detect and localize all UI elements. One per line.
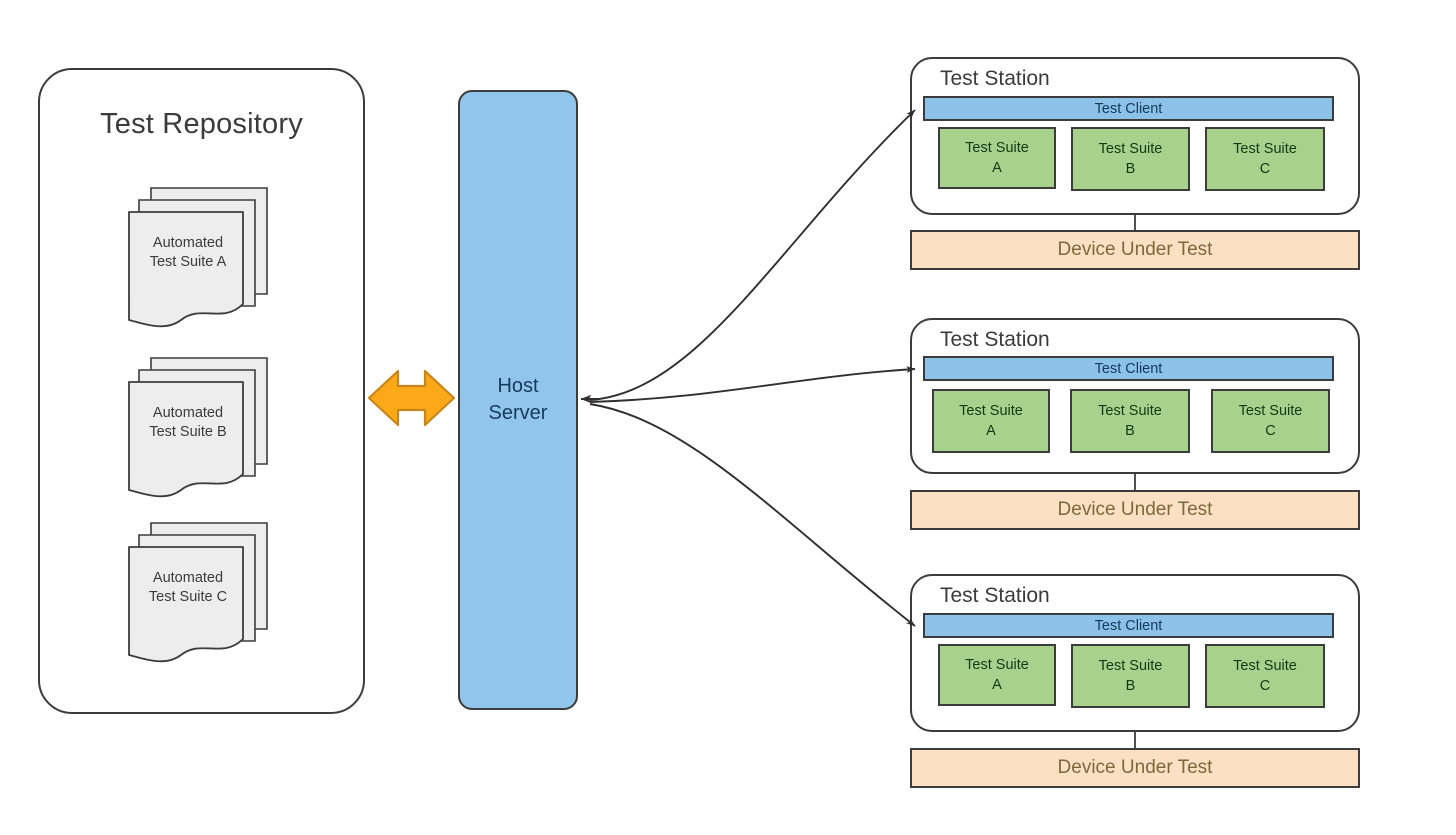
test-station-title: Test Station (940, 584, 1050, 607)
test-client-bar-1: Test Client (923, 96, 1334, 121)
test-suite-box-1-a: Test Suite A (938, 127, 1056, 189)
document-stack-test-suite-b: Automated Test Suite B (127, 352, 273, 500)
device-under-test-label: Device Under Test (1057, 499, 1213, 520)
device-under-test-label: Device Under Test (1057, 239, 1213, 260)
document-sheets-icon (128, 187, 268, 328)
document-sheets-icon (128, 357, 268, 498)
test-client-bar-2: Test Client (923, 356, 1334, 381)
test-suite-box-3-a: Test Suite A (938, 644, 1056, 706)
test-suite-box-2-a: Test Suite A (932, 389, 1050, 453)
test-client-label: Test Client (1094, 100, 1163, 117)
document-stack-test-suite-c: Automated Test Suite C (127, 517, 273, 665)
host-to-station-2-arrow (589, 366, 916, 403)
test-suite-box-3-b: Test Suite B (1071, 644, 1190, 708)
test-suite-box-1-c: Test Suite C (1205, 127, 1325, 191)
device-under-test-label: Device Under Test (1057, 757, 1213, 778)
document-sheets-icon (128, 522, 268, 663)
test-suite-box-3-c: Test Suite C (1205, 644, 1325, 708)
device-under-test-bar-2: Device Under Test (910, 490, 1360, 530)
device-under-test-bar-1: Device Under Test (910, 230, 1360, 270)
test-client-bar-3: Test Client (923, 613, 1334, 638)
host-to-station-3-arrow (589, 403, 916, 627)
test-station-title: Test Station (940, 67, 1050, 90)
test-repository-container: Test Repository Automated Test Suite A A… (38, 68, 365, 714)
test-client-label: Test Client (1094, 360, 1163, 377)
host-server-label: Host Server (488, 375, 548, 424)
test-repository-title: Test Repository (100, 108, 303, 140)
test-suite-box-1-b: Test Suite B (1071, 127, 1190, 191)
test-station-title: Test Station (940, 328, 1050, 351)
host-server-box: Host Server (458, 90, 578, 710)
host-to-station-1-arrow (589, 109, 916, 401)
document-stack-test-suite-a: Automated Test Suite A (127, 182, 273, 330)
device-under-test-bar-3: Device Under Test (910, 748, 1360, 788)
test-suite-box-2-c: Test Suite C (1211, 389, 1330, 453)
sync-bidirectional-arrow-icon (367, 369, 456, 427)
test-suite-box-2-b: Test Suite B (1070, 389, 1190, 453)
test-client-label: Test Client (1094, 617, 1163, 634)
